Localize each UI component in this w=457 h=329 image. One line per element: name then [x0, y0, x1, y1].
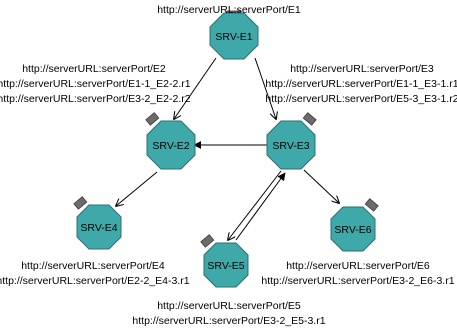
edge-e1-e2	[174, 57, 217, 119]
edge-e3-e6	[303, 169, 339, 203]
url-label-e3: http://serverURL:serverPort/E3	[290, 63, 434, 75]
url-labels: http://serverURL:serverPort/E1 http://se…	[0, 4, 457, 327]
octagon-server-icon	[330, 206, 376, 252]
node-label: SRV-E1	[215, 31, 252, 43]
octagon-server-icon	[146, 120, 196, 170]
node-label: SRV-E4	[80, 222, 117, 234]
node-srv-e2[interactable]: SRV-E2	[145, 112, 196, 170]
url-label-e3: http://serverURL:serverPort/E1-1_E3-1.r1	[265, 78, 457, 90]
url-label-e5: http://serverURL:serverPort/E3-2_E5-3.r1	[132, 315, 325, 327]
edge-e5-e3	[235, 172, 286, 241]
octagon-server-icon	[209, 12, 259, 60]
octagon-server-icon	[266, 120, 316, 170]
url-label-e1: http://serverURL:serverPort/E1	[157, 4, 301, 16]
node-srv-e5[interactable]: SRV-E5	[200, 234, 249, 288]
octagon-server-icon	[203, 242, 249, 288]
url-label-e5: http://serverURL:serverPort/E5	[157, 300, 301, 312]
url-label-e6: http://serverURL:serverPort/E6	[286, 260, 430, 272]
node-label: SRV-E2	[152, 140, 189, 152]
url-label-e6: http://serverURL:serverPort/E3-2_E6-3.r1	[261, 275, 454, 287]
url-label-e2: http://serverURL:serverPort/E2	[22, 63, 166, 75]
url-label-e4: http://serverURL:serverPort/E2-2_E4-3.r1	[0, 275, 190, 287]
server-tab-icon	[200, 234, 215, 248]
octagon-server-icon	[76, 204, 122, 250]
edge-e2-e4	[116, 171, 158, 206]
url-label-e3: http://serverURL:serverPort/E5-3_E3-1.r2	[265, 93, 457, 105]
server-tab-icon	[145, 112, 160, 126]
edges	[116, 57, 339, 241]
node-srv-e1[interactable]: SRV-E1	[209, 10, 259, 60]
node-label: SRV-E3	[272, 140, 309, 152]
server-tab-icon	[302, 112, 317, 126]
node-srv-e3[interactable]: SRV-E3	[266, 112, 317, 170]
node-label: SRV-E5	[207, 260, 244, 272]
server-tab-icon	[364, 198, 379, 212]
url-label-e2: http://serverURL:serverPort/E3-2_E2-2.r2	[0, 93, 191, 105]
url-label-e4: http://serverURL:serverPort/E4	[21, 260, 165, 272]
node-srv-e4[interactable]: SRV-E4	[73, 196, 122, 250]
edge-e3-e5	[228, 170, 282, 240]
edge-e1-e3	[254, 57, 276, 119]
node-srv-e6[interactable]: SRV-E6	[330, 198, 379, 252]
server-tab-icon	[73, 196, 88, 210]
url-label-e2: http://serverURL:serverPort/E1-1_E2-2.r1	[0, 78, 191, 90]
node-label: SRV-E6	[334, 224, 371, 236]
